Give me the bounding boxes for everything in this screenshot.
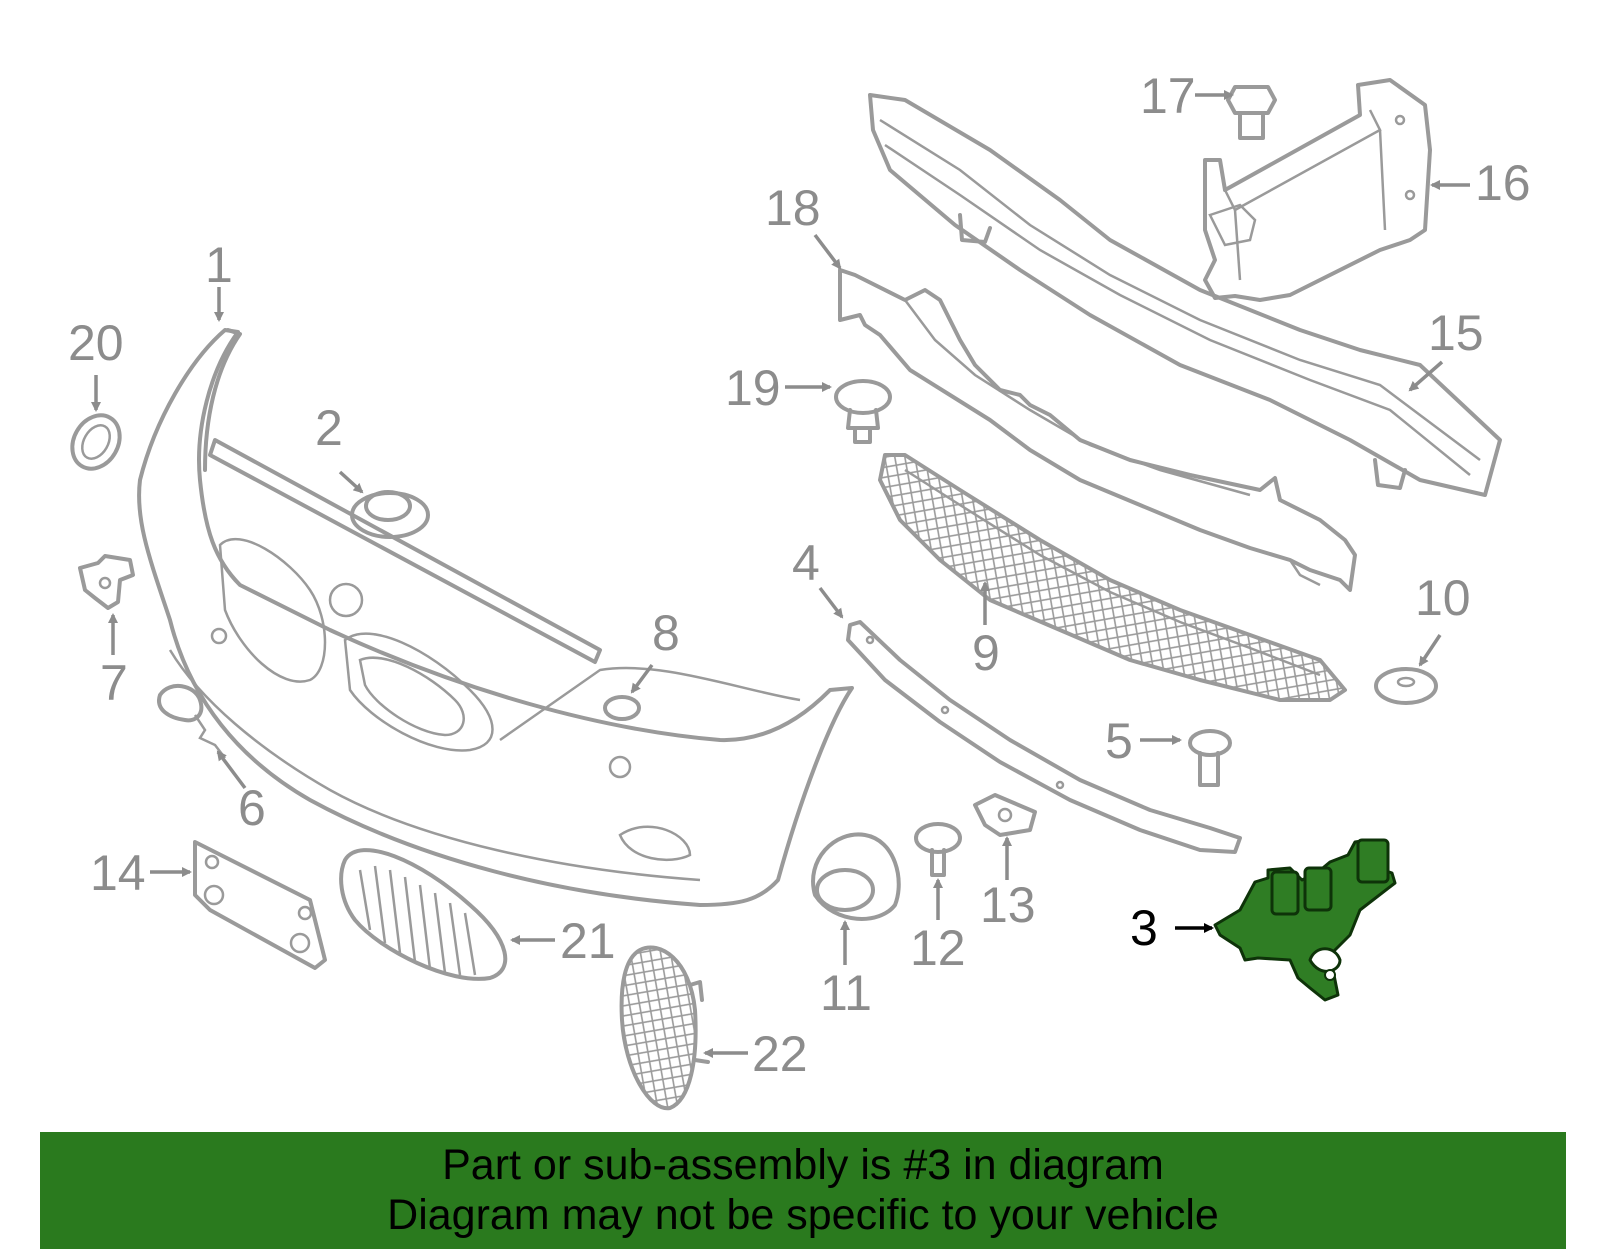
callout-11: 11 (820, 965, 872, 1021)
tow-hook-cover (157, 684, 226, 759)
callout-22: 22 (752, 1026, 808, 1082)
callout-7: 7 (100, 655, 128, 711)
bolt-17 (1226, 85, 1277, 140)
screw-5 (1188, 729, 1232, 787)
lower-trim-strip (846, 620, 1242, 854)
lower-grille-mesh (878, 453, 1347, 702)
callout-12: 12 (910, 920, 966, 976)
banner-line-disclaimer: Diagram may not be specific to your vehi… (387, 1191, 1219, 1239)
crash-box-bracket (1203, 78, 1432, 302)
kidney-grille (339, 848, 508, 981)
bumper-support (838, 268, 1357, 592)
license-plate-bracket (193, 840, 327, 970)
callout-8: 8 (652, 605, 680, 661)
bumper-reinforcement-beam (868, 93, 1502, 497)
bracket-7 (78, 554, 135, 610)
callout-4: 4 (792, 535, 820, 591)
callout-21: 21 (560, 913, 616, 969)
callout-14: 14 (90, 845, 146, 901)
info-banner: Part or sub-assembly is #3 in diagram Di… (40, 1132, 1566, 1249)
plug-8 (603, 695, 641, 721)
callout-15: 15 (1428, 305, 1484, 361)
callout-20: 20 (68, 315, 124, 371)
ring-20 (70, 413, 122, 471)
callout-labels: 1 2 3 4 5 6 7 8 9 10 11 12 13 14 15 16 1… (68, 68, 1531, 1082)
bushing-2 (350, 490, 430, 539)
highlighted-part-3[interactable] (1213, 838, 1397, 1002)
bumper-cover (137, 328, 854, 907)
callout-2: 2 (315, 400, 343, 456)
banner-line-part: Part or sub-assembly is #3 in diagram (442, 1141, 1164, 1189)
callout-16: 16 (1475, 155, 1531, 211)
callout-1: 1 (205, 237, 233, 293)
callout-6: 6 (238, 780, 266, 836)
grommet-11 (811, 832, 901, 921)
leader-lines (91, 90, 1470, 1058)
screw-12 (914, 822, 962, 877)
callout-5: 5 (1105, 713, 1133, 769)
callout-3: 3 (1130, 900, 1158, 956)
push-clip-19 (834, 379, 892, 444)
callout-19: 19 (725, 360, 781, 416)
fog-grille (619, 945, 710, 1111)
clip-nut-13 (973, 793, 1037, 837)
callout-18: 18 (765, 180, 821, 236)
plug-10 (1374, 667, 1438, 705)
callout-17: 17 (1140, 68, 1196, 124)
callout-9: 9 (972, 625, 1000, 681)
callout-10: 10 (1415, 570, 1471, 626)
callout-13: 13 (980, 877, 1036, 933)
